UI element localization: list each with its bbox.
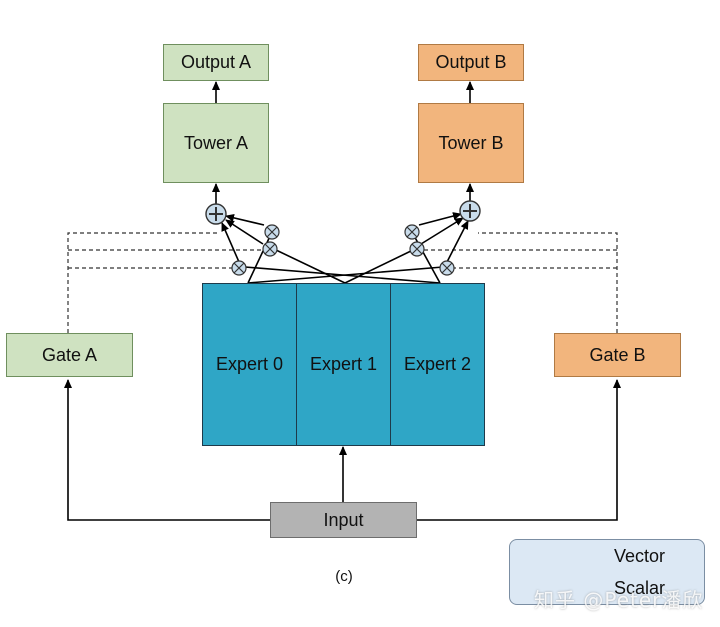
gate-b-node: Gate B xyxy=(554,333,681,377)
plus-icon xyxy=(459,200,481,222)
watermark: 知乎 @Peter潘欣 xyxy=(534,588,704,612)
gate-a-node: Gate A xyxy=(6,333,133,377)
legend-scalar-label: Scalar xyxy=(614,578,666,598)
output-b-node: Output B xyxy=(418,44,524,81)
figure-caption: (c) xyxy=(335,568,353,585)
tower-b-node: Tower B xyxy=(418,103,524,183)
multiply-nodes xyxy=(231,224,455,276)
multiply-icon xyxy=(409,241,425,257)
output-a-node: Output A xyxy=(163,44,269,81)
multiply-icon xyxy=(264,224,280,240)
input-node: Input xyxy=(270,502,417,538)
legend: Vector Scalar xyxy=(509,539,705,605)
sum-nodes xyxy=(205,200,481,225)
expert-2-node: Expert 2 xyxy=(390,283,485,446)
tower-a-node: Tower A xyxy=(163,103,269,183)
vertical-arrows xyxy=(212,81,474,502)
multiply-icon xyxy=(262,241,278,257)
multiply-icon xyxy=(439,260,455,276)
expert-vector-lines xyxy=(244,231,444,284)
expert-1-node: Expert 1 xyxy=(296,283,391,446)
scalar-gate-lines xyxy=(67,232,618,333)
expert-0-node: Expert 0 xyxy=(202,283,297,446)
multiply-icon xyxy=(404,224,420,240)
multiply-icon xyxy=(231,260,247,276)
input-to-gates xyxy=(64,379,621,521)
legend-vector-label: Vector xyxy=(614,546,666,566)
plus-icon xyxy=(205,203,227,225)
product-to-sum-arrows xyxy=(221,212,469,263)
